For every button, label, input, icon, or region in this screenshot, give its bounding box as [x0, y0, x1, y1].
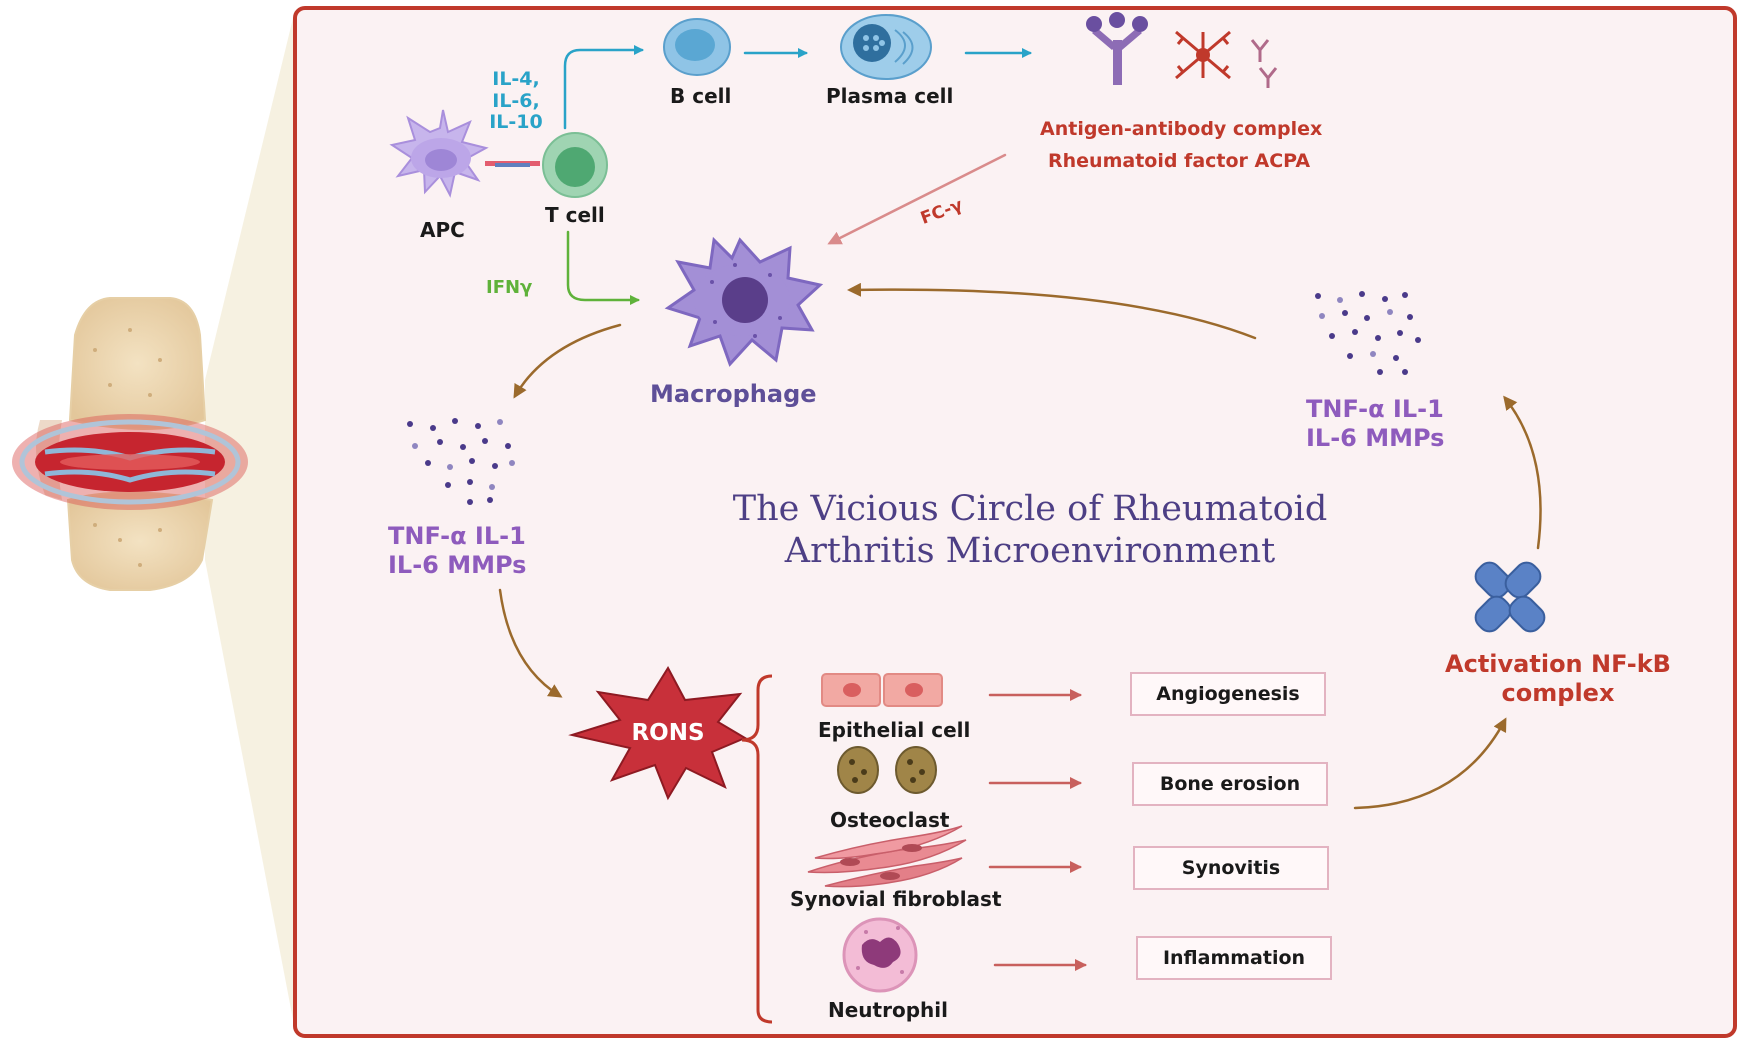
epithelial-cell-icon: [821, 673, 943, 707]
t-cell-label: T cell: [545, 203, 605, 227]
nfkb-complex-icon: [1474, 561, 1546, 633]
angiogenesis-box: Angiogenesis: [1130, 672, 1326, 716]
cytokine-particles-right-icon: [1315, 291, 1421, 375]
macrophage-icon: [664, 236, 824, 367]
rons-label: RONS: [631, 720, 705, 746]
t-cell-icon: [542, 132, 608, 198]
nfkb-label-line1: Activation NF-kB: [1445, 650, 1671, 678]
synovial-fibroblast-icon: [807, 825, 967, 888]
neutrophil-icon: [842, 917, 918, 993]
cytokines-right-line1: TNF-α IL-1: [1306, 395, 1444, 423]
b-cell-icon: [663, 18, 731, 76]
epithelial-cell-label: Epithelial cell: [818, 718, 971, 742]
plasma-cell-label: Plasma cell: [826, 84, 954, 108]
synovial-fibroblast-label: Synovial fibroblast: [790, 887, 1002, 911]
nfkb-label-line2: complex: [1501, 679, 1615, 707]
osteoclast-label: Osteoclast: [830, 808, 950, 832]
plasma-cell-icon: [840, 14, 932, 80]
apc-cell-icon: [389, 109, 489, 198]
arrow-t-to-macrophage: [566, 230, 640, 305]
arrow-macrophage-to-cytokines: [513, 323, 622, 399]
antigen-antibody-complex-icon: [1175, 30, 1231, 80]
antigen-antibody-label: Antigen-antibody complex: [1040, 118, 1323, 140]
rons-burst-icon: [568, 666, 748, 801]
b-cell-label: B cell: [670, 84, 732, 108]
cytokines-left-line2: IL-6 MMPs: [388, 551, 527, 579]
arrow-nfkb-to-cytokines: [1503, 395, 1542, 550]
cytokines-left-line1: TNF-α IL-1: [388, 522, 526, 550]
ifn-gamma-label: IFNγ: [486, 277, 533, 298]
immune-synapse-icon: [485, 161, 540, 167]
bone-erosion-box: Bone erosion: [1132, 762, 1328, 806]
arrow-antibody-to-macrophage: [827, 153, 1007, 245]
arrow-t-to-b: [563, 45, 644, 130]
rheumatoid-factor-label: Rheumatoid factor ACPA: [1048, 150, 1311, 172]
arrow-outcome-to-nfkb: [1353, 717, 1507, 810]
diagram-title: The Vicious Circle of Rheumatoid Arthrit…: [732, 489, 1328, 571]
il6-label: IL-6,: [492, 90, 540, 112]
macrophage-label: Macrophage: [650, 380, 817, 408]
cytokines-right-line2: IL-6 MMPs: [1306, 424, 1445, 452]
knee-joint-illustration: [12, 10, 295, 1030]
cell-group-brace: [741, 674, 773, 1024]
arrow-cytokines-to-macrophage: [847, 282, 1257, 340]
inflammation-box: Inflammation: [1136, 936, 1332, 980]
receptor-icon: [1086, 12, 1148, 85]
antibody-icon: [1250, 39, 1278, 88]
diagram-frame: [293, 6, 1737, 1038]
il4-label: IL-4,: [492, 68, 540, 90]
il10-label: IL-10: [489, 111, 543, 133]
synovitis-box: Synovitis: [1133, 846, 1329, 890]
arrow-cytokines-to-rons: [498, 588, 563, 698]
osteoclast-icon: [837, 746, 937, 794]
apc-label: APC: [420, 218, 465, 242]
cytokine-particles-icon: [407, 418, 515, 505]
neutrophil-label: Neutrophil: [828, 998, 948, 1022]
